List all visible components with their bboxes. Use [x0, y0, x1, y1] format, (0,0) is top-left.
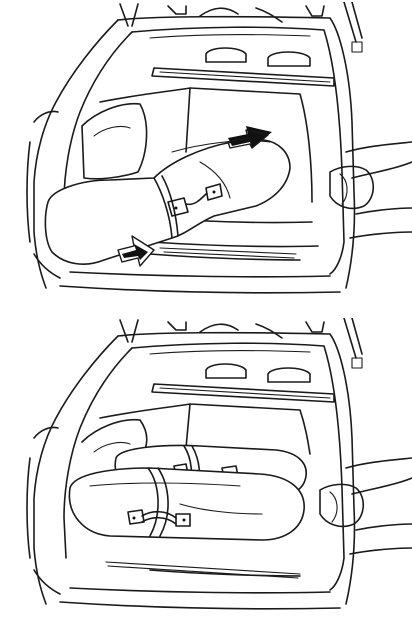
panel-step-1 [0, 2, 412, 302]
tailgate-hinges [119, 318, 363, 369]
cargo-area-step-1-drawing [26, 2, 412, 294]
car-body [26, 15, 412, 294]
car-body [26, 331, 412, 610]
push-arrow-upper [227, 126, 272, 149]
cargo-area-step-2-drawing [26, 318, 412, 610]
stowage-bag-stowed [68, 444, 307, 541]
panel-step-2 [0, 318, 412, 618]
cargo-interior [81, 363, 335, 579]
stowage-bag-tilted [44, 139, 291, 265]
tailgate-hinges [119, 2, 363, 53]
push-arrow-lower [117, 235, 155, 267]
